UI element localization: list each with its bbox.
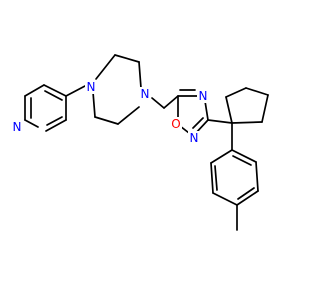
bond — [95, 54, 116, 80]
bond — [261, 94, 269, 123]
atom-labels: N N N N N O — [11, 80, 209, 145]
bond — [65, 85, 86, 97]
bond — [210, 162, 214, 194]
bonds — [24, 54, 269, 231]
bond — [225, 96, 233, 124]
oxadiazole-nitrogen-label: N — [199, 89, 208, 103]
bond — [192, 117, 204, 129]
bond — [232, 155, 252, 166]
bond — [231, 149, 257, 163]
bond — [214, 165, 218, 191]
bond — [236, 190, 259, 206]
piperazine-nitrogen-label: N — [141, 87, 150, 101]
bond — [94, 116, 119, 125]
oxadiazole-nitrogen-label: N — [190, 131, 199, 145]
bond — [24, 84, 45, 97]
bond — [245, 87, 269, 96]
bond — [45, 119, 67, 132]
bond — [231, 121, 263, 124]
piperazine-nitrogen-label: N — [87, 80, 96, 94]
bond — [117, 106, 140, 125]
bond — [210, 149, 233, 164]
bond — [151, 97, 165, 109]
bond — [225, 87, 247, 98]
bond — [163, 95, 179, 109]
bond — [212, 192, 238, 206]
bond — [92, 91, 96, 118]
bond — [207, 119, 233, 124]
bond — [255, 161, 259, 192]
bond — [46, 116, 63, 126]
pyridine-nitrogen-label: N — [13, 120, 22, 134]
structure-diagram: N N N N N O — [11, 54, 269, 231]
oxadiazole-oxygen-label: O — [171, 117, 180, 131]
bond — [237, 187, 255, 200]
bond — [204, 100, 209, 121]
bond — [24, 119, 39, 128]
bond — [138, 61, 142, 89]
bond — [43, 84, 67, 97]
bond — [44, 90, 63, 101]
bond — [114, 54, 140, 63]
